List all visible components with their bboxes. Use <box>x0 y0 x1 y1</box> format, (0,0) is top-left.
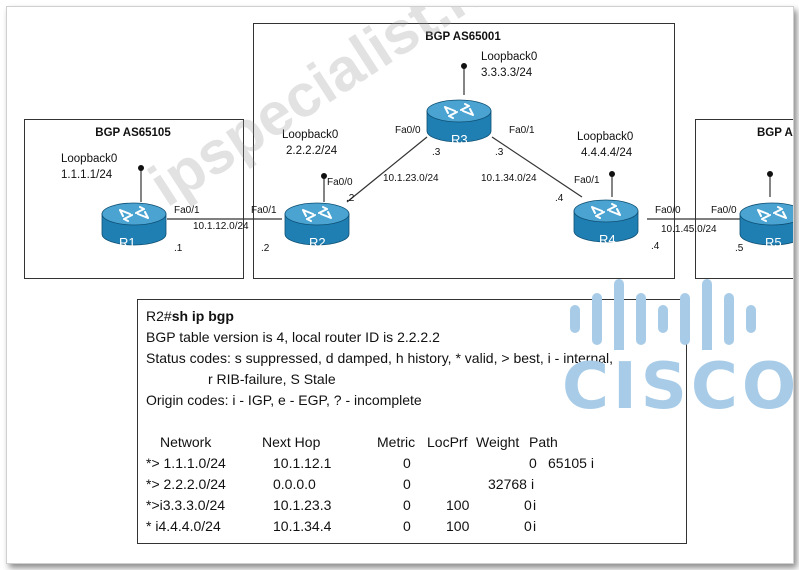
link-r3-r4 <box>491 136 583 198</box>
table-header: Network Next Hop Metric LocPrf Weight Pa… <box>146 432 678 453</box>
row-next-hop: 0.0.0.0 <box>273 476 316 492</box>
r1-loopback-ip: 1.1.1.1/24 <box>61 169 113 181</box>
r2-host-suffix-top: .2 <box>346 193 355 204</box>
r4-name: R4 <box>599 232 616 247</box>
r1-fa01-label: Fa0/1 <box>174 205 200 216</box>
r3-loopback-label: Loopback0 <box>481 51 538 63</box>
link-r2-r3-subnet: 10.1.23.0/24 <box>383 173 439 184</box>
cisco-logo: CISCO <box>562 275 794 425</box>
row-metric: 0 <box>403 455 411 471</box>
row-path: i <box>533 518 537 534</box>
as-right-box <box>695 119 793 279</box>
bgp-output-panel: R2#sh ip bgp BGP table version is 4, loc… <box>137 299 687 544</box>
r1-loopback-label: Loopback0 <box>61 153 118 165</box>
row-weight: 0 <box>524 497 532 513</box>
as-right-title: BGP A <box>757 127 793 139</box>
r3-loopback-ip: 3.3.3.3/24 <box>481 67 533 79</box>
row-path: i <box>533 497 537 513</box>
r2-name: R2 <box>309 235 326 250</box>
as65105-box <box>24 119 244 279</box>
row-metric: 0 <box>403 497 411 513</box>
r2-fa01-label: Fa0/1 <box>251 205 277 216</box>
r2-fa00-label: Fa0/0 <box>327 177 353 188</box>
r4-loopback-label: Loopback0 <box>577 131 634 143</box>
topology-svg <box>101 63 793 246</box>
row-locprf: 100 <box>446 518 470 534</box>
loopback-dot-r3 <box>461 63 467 69</box>
r2-loopback-ip: 2.2.2.2/24 <box>286 145 338 157</box>
row-network: * i4.4.4.0/24 <box>146 518 221 534</box>
r2-loopback-label: Loopback0 <box>282 129 339 141</box>
table-row: *> 2.2.2.0/24 0.0.0.0 0 32768 i <box>146 474 678 495</box>
r3-fa01-label: Fa0/1 <box>509 125 535 136</box>
row-metric: 0 <box>403 518 411 534</box>
loopback-dot-r4 <box>609 171 615 177</box>
r3-fa00-label: Fa0/0 <box>395 125 421 136</box>
table-version-line: BGP table version is 4, local router ID … <box>146 329 440 345</box>
status-codes-line-2-row: r RIB-failure, S Stale <box>146 369 678 390</box>
row-weight: 0 <box>524 518 532 534</box>
header-metric: Metric <box>377 434 416 450</box>
row-locprf: 100 <box>446 497 470 513</box>
header-next-hop: Next Hop <box>262 434 321 450</box>
origin-codes-line: Origin codes: i - IGP, e - EGP, ? - inco… <box>146 392 422 408</box>
row-network: *> 1.1.1.0/24 <box>146 455 226 471</box>
table-row: *> 1.1.1.0/24 10.1.12.1 0 0 65105 i <box>146 453 678 474</box>
r5-host-suffix: .5 <box>735 243 744 254</box>
as65001-box <box>253 23 675 279</box>
link-r2-r3 <box>346 136 428 203</box>
as65001-title: BGP AS65001 <box>425 31 501 43</box>
row-path: 65105 i <box>548 455 594 471</box>
row-metric: 0 <box>403 476 411 492</box>
loopback-dot-r5 <box>767 171 773 177</box>
link-r1-r2-subnet: 10.1.12.0/24 <box>193 221 249 232</box>
cisco-wordmark: CISCO <box>562 350 794 424</box>
row-network: *>i3.3.3.0/24 <box>146 497 226 513</box>
row-next-hop: 10.1.34.4 <box>273 518 332 534</box>
header-weight: Weight <box>476 434 520 450</box>
r5-fa00-label: Fa0/0 <box>711 205 737 216</box>
link-r3-r4-subnet: 10.1.34.0/24 <box>481 173 537 184</box>
r2-host-suffix-left: .2 <box>261 243 270 254</box>
header-locprf: LocPrf <box>427 434 468 450</box>
loopback-dot-r1 <box>138 165 144 171</box>
status-codes-line-2: r RIB-failure, S Stale <box>208 371 336 387</box>
status-codes-line: Status codes: s suppressed, d damped, h … <box>146 350 614 366</box>
r1-host-suffix: .1 <box>174 243 183 254</box>
r3-host-suffix-right: .3 <box>495 147 504 158</box>
table-row: * i4.4.4.0/24 10.1.34.4 0 100 0 i <box>146 516 678 537</box>
command-line: R2#sh ip bgp <box>146 306 678 327</box>
cli-prompt: R2# <box>146 308 172 324</box>
diagram-frame: BGP AS65105 BGP AS65001 BGP A Loopback0 … <box>6 6 794 564</box>
loopback-dot-r2 <box>321 173 327 179</box>
row-next-hop: 10.1.12.1 <box>273 455 332 471</box>
cisco-bars-icon <box>570 279 756 359</box>
header-path: Path <box>529 434 558 450</box>
header-network: Network <box>160 434 212 450</box>
r4-host-suffix-top: .4 <box>555 193 564 204</box>
row-path: i <box>531 476 535 492</box>
r3-name: R3 <box>451 132 468 147</box>
r3-host-suffix-left: .3 <box>432 147 441 158</box>
r4-loopback-ip: 4.4.4.4/24 <box>581 147 633 159</box>
row-network: *> 2.2.2.0/24 <box>146 476 226 492</box>
r4-fa01-label: Fa0/1 <box>574 175 600 186</box>
r4-fa00-label: Fa0/0 <box>655 205 681 216</box>
cli-command: sh ip bgp <box>171 308 234 324</box>
r1-name: R1 <box>119 235 136 250</box>
r4-host-suffix-right: .4 <box>651 241 660 252</box>
row-weight: 0 <box>529 455 537 471</box>
row-weight: 32768 <box>488 476 527 492</box>
as65105-title: BGP AS65105 <box>95 127 171 139</box>
row-next-hop: 10.1.23.3 <box>273 497 332 513</box>
table-row: *>i3.3.3.0/24 10.1.23.3 0 100 0 i <box>146 495 678 516</box>
link-r4-r5-subnet: 10.1.45.0/24 <box>661 224 717 235</box>
r5-name: R5 <box>765 235 782 250</box>
